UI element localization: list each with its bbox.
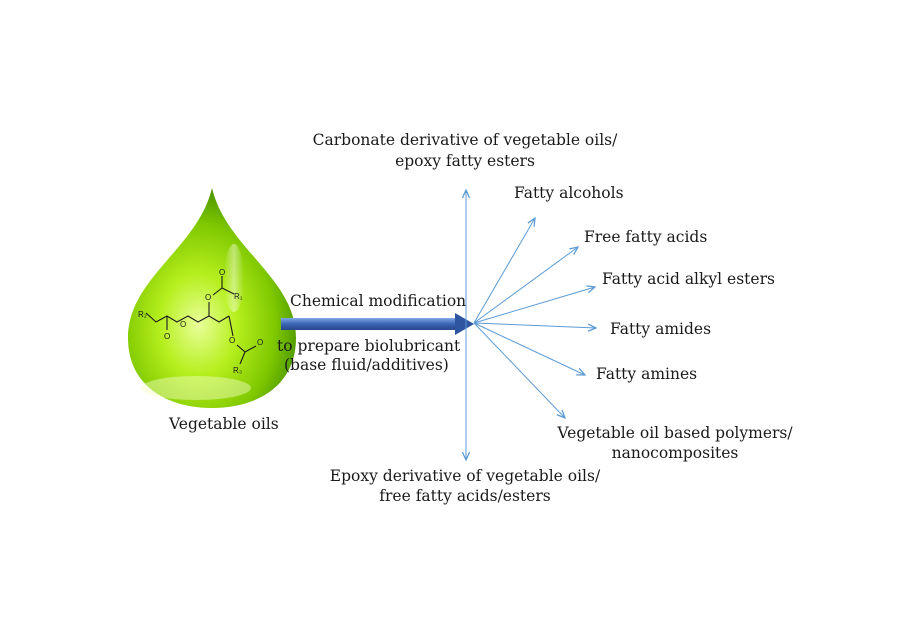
product-top-1: Carbonate derivative of vegetable oils/ [312,131,618,149]
bond-o3 [228,315,234,337]
product-fatty-amines: Fatty amines [596,365,698,383]
atom-label: R₂ [138,310,147,319]
triglyceride-structure [145,276,257,365]
bond-r1 [221,287,235,295]
product-fatty-amides: Fatty amides [610,320,712,338]
backbone-chain [145,312,230,323]
atom-label: R₃ [233,366,242,375]
arrow-alkyl-esters [473,287,595,324]
arrow-polymers [473,322,565,418]
product-arrows [466,190,596,460]
atom-label: O [164,332,170,341]
source-label: Vegetable oils [169,415,279,433]
process-label-bottom-1: to prepare biolubricant [277,337,461,355]
arrow-fatty-amides [473,322,596,328]
atom-label: R₁ [234,292,243,301]
bond-c3 [236,344,246,353]
bond-r3 [239,351,246,365]
product-bottom-2: free fatty acids/esters [379,487,551,505]
process-arrow-head [455,313,474,335]
arrow-fatty-alcohols [473,218,535,324]
atom-label: O [205,293,211,302]
molecule-atom-labels: O O O O O O R₁ R₂ R₃ [138,268,263,375]
atom-label: O [219,268,225,277]
atom-label: O [257,338,263,347]
oil-drop-shine [224,244,244,312]
process-label-bottom-2: (base fluid/additives) [284,356,449,374]
product-fatty-alcohols: Fatty alcohols [514,184,624,202]
arrow-fatty-amines [473,322,585,375]
product-top-2: epoxy fatty esters [395,152,535,170]
bond-c1 [212,287,223,296]
process-label-top: Chemical modification [290,292,467,310]
atom-label: O [229,336,235,345]
product-polymers-2: nanocomposites [611,444,739,462]
product-polymers-1: Vegetable oil based polymers/ [557,424,793,442]
oil-drop [128,188,296,408]
process-arrow [281,313,474,335]
product-bottom-1: Epoxy derivative of vegetable oils/ [329,467,601,485]
bond-carbonyl-3 [244,345,257,353]
arrow-free-fatty-acids [473,247,578,324]
process-arrow-shaft [281,318,456,330]
atom-label: O [180,320,186,329]
oil-drop-reflection [141,376,251,400]
product-free-fatty-acids: Free fatty acids [584,228,708,246]
oil-drop-body [128,188,296,408]
product-alkyl-esters: Fatty acid alkyl esters [602,270,775,288]
